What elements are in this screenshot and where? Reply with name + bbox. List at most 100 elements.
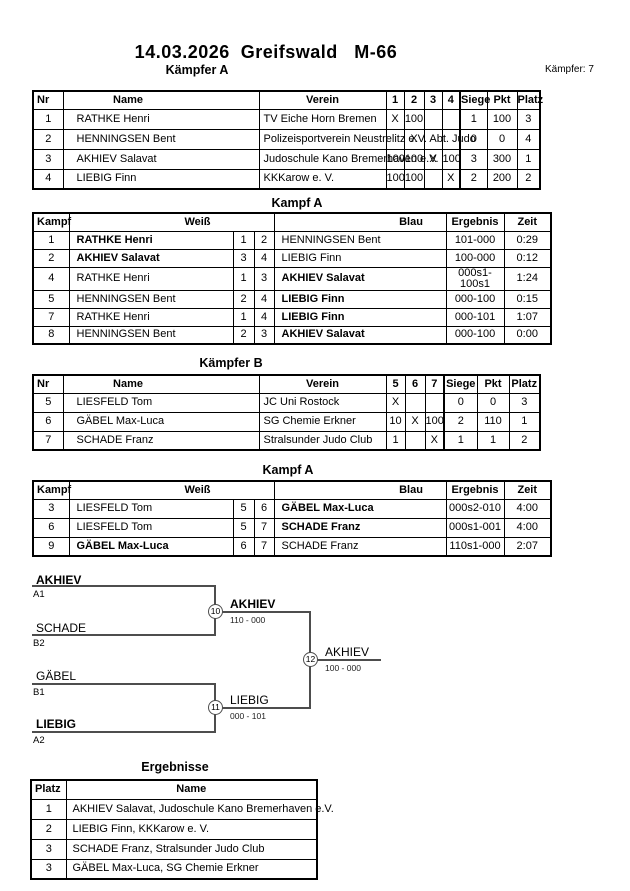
col-header-ergebnis: Ergebnis: [445, 212, 505, 232]
pool-a-row: 2 HENNINGSEN Bent Polizeisportverein Neu…: [32, 128, 541, 150]
bracket-match-score: 110 - 000: [230, 615, 266, 625]
col-header-platz: Platz: [508, 374, 541, 394]
grid-cell: 100: [424, 411, 445, 432]
siege-cell: 3: [459, 148, 488, 170]
bracket-line: [32, 634, 216, 636]
section-title-results: Ergebnisse: [141, 760, 209, 774]
bracket-match-score: 100 - 000: [325, 663, 361, 673]
col-header-siege: Siege: [443, 374, 478, 394]
match-number-circle: 12: [303, 652, 318, 667]
match-row: 1 RATHKE Henri 1 2 HENNINGSEN Bent 101-0…: [32, 230, 552, 250]
bracket-line: [222, 611, 310, 613]
grid-cell: 1: [385, 430, 406, 451]
platz-cell: 3: [30, 838, 67, 860]
result-cell: 000s1-001: [445, 517, 505, 538]
pkt-cell: 300: [486, 148, 518, 170]
col-header-3: 3: [423, 90, 443, 110]
bracket-match-score: 000 - 101: [230, 711, 266, 721]
col-header-ergebnis: Ergebnis: [445, 480, 505, 500]
blue-number-cell: 6: [253, 498, 275, 519]
result-cell: 000-100: [445, 325, 505, 345]
bracket-slot-name: SCHADE: [36, 621, 87, 635]
blue-fighter-cell: SCHADE Franz: [273, 517, 447, 538]
col-header-weiss: Weiß: [68, 480, 275, 500]
pkt-cell: 0: [486, 128, 518, 150]
pkt-cell: 0: [476, 392, 510, 413]
result-name-cell: SCHADE Franz, Stralsunder Judo Club: [65, 838, 318, 860]
col-header-nr: Nr: [32, 374, 64, 394]
bracket-line: [222, 707, 310, 709]
section-title-pool-b: Kämpfer B: [199, 356, 263, 370]
col-header-name: Name: [62, 90, 260, 110]
platz-cell: 2: [516, 168, 541, 190]
col-header-siege: Siege: [459, 90, 490, 110]
blue-number-cell: 3: [253, 266, 275, 291]
white-number-cell: 1: [232, 266, 255, 291]
bracket-winner-name: LIEBIG: [230, 693, 269, 707]
bracket-slot-name: GÄBEL: [36, 669, 77, 683]
match-row: 7 RATHKE Henri 1 4 LIEBIG Finn 000-101 1…: [32, 307, 552, 327]
white-fighter-cell: LIESFELD Tom: [68, 517, 234, 538]
result-row: 3 SCHADE Franz, Stralsunder Judo Club: [30, 838, 318, 860]
bracket-winner-name: AKHIEV: [325, 645, 370, 659]
match-number-cell: 9: [32, 536, 70, 557]
matches-b-table: Kampf Weiß Blau Ergebnis Zeit 3 LIESFELD…: [32, 480, 552, 557]
platz-cell: 3: [30, 858, 67, 880]
bracket-seed-label: A1: [33, 589, 45, 600]
grid-cell: [441, 108, 461, 130]
match-number-cell: 8: [32, 325, 70, 345]
platz-cell: 1: [508, 411, 541, 432]
col-header-1: 1: [385, 90, 405, 110]
name-cell: GÄBEL Max-Luca: [62, 411, 260, 432]
bracket-seed-label: B2: [33, 638, 45, 649]
match-number-cell: 3: [32, 498, 70, 519]
nr-cell: 2: [32, 128, 64, 150]
match-number-circle: 10: [208, 604, 223, 619]
section-title-matches-a: Kampf A: [271, 196, 323, 210]
grid-cell: [423, 108, 443, 130]
result-name-cell: AKHIEV Salavat, Judoschule Kano Bremerha…: [65, 798, 334, 820]
pool-b-table: Nr Name Verein 5 6 7 Siege Pkt Platz 5 L…: [32, 374, 541, 451]
col-header-weiss: Weiß: [68, 212, 275, 232]
pool-a-row: 3 AKHIEV Salavat Judoschule Kano Bremerh…: [32, 148, 541, 170]
pool-b-header-row: Nr Name Verein 5 6 7 Siege Pkt Platz: [32, 374, 541, 394]
blue-fighter-cell: AKHIEV Salavat: [273, 266, 447, 291]
section-title-matches-b: Kampf A: [262, 463, 314, 477]
match-number-cell: 4: [32, 266, 70, 291]
white-number-cell: 2: [232, 289, 255, 309]
white-number-cell: 6: [232, 536, 255, 557]
blue-fighter-cell: SCHADE Franz: [273, 536, 447, 557]
time-cell: 4:00: [503, 498, 552, 519]
nr-cell: 5: [32, 392, 64, 413]
time-cell: 0:15: [503, 289, 552, 309]
match-number-cell: 1: [32, 230, 70, 250]
time-cell: 0:29: [503, 230, 552, 250]
pkt-cell: 110: [476, 411, 510, 432]
verein-cell: JC Uni Rostock: [258, 392, 387, 413]
nr-cell: 1: [32, 108, 64, 130]
col-header-pkt: Pkt: [476, 374, 510, 394]
pool-a-header-row: Nr Name Verein 1 2 3 4 Siege Pkt Platz: [32, 90, 543, 110]
col-header-6: 6: [404, 374, 426, 394]
grid-cell: [423, 168, 443, 190]
white-number-cell: 3: [232, 248, 255, 268]
match-row: 4 RATHKE Henri 1 3 AKHIEV Salavat 000s1-…: [32, 266, 552, 291]
grid-cell: 100: [385, 148, 405, 170]
blue-fighter-cell: HENNINGSEN Bent: [273, 230, 447, 250]
match-number-cell: 2: [32, 248, 70, 268]
white-number-cell: 1: [232, 307, 255, 327]
pool-b-row: 6 GÄBEL Max-Luca SG Chemie Erkner 10 X 1…: [32, 411, 541, 432]
grid-cell: [404, 392, 426, 413]
white-fighter-cell: AKHIEV Salavat: [68, 248, 234, 268]
col-header-name: Name: [65, 779, 318, 800]
col-header-platz: Platz: [30, 779, 67, 800]
pkt-cell: 1: [476, 430, 510, 451]
grid-cell: X: [424, 430, 445, 451]
verein-cell: Judoschule Kano Bremerhaven e.V.: [258, 148, 439, 170]
result-row: 1 AKHIEV Salavat, Judoschule Kano Bremer…: [30, 798, 334, 820]
nr-cell: 7: [32, 430, 64, 451]
blue-number-cell: 7: [253, 536, 275, 557]
blue-fighter-cell: GÄBEL Max-Luca: [273, 498, 447, 519]
result-name-cell: GÄBEL Max-Luca, SG Chemie Erkner: [65, 858, 318, 880]
result-row: 3 GÄBEL Max-Luca, SG Chemie Erkner: [30, 858, 318, 880]
